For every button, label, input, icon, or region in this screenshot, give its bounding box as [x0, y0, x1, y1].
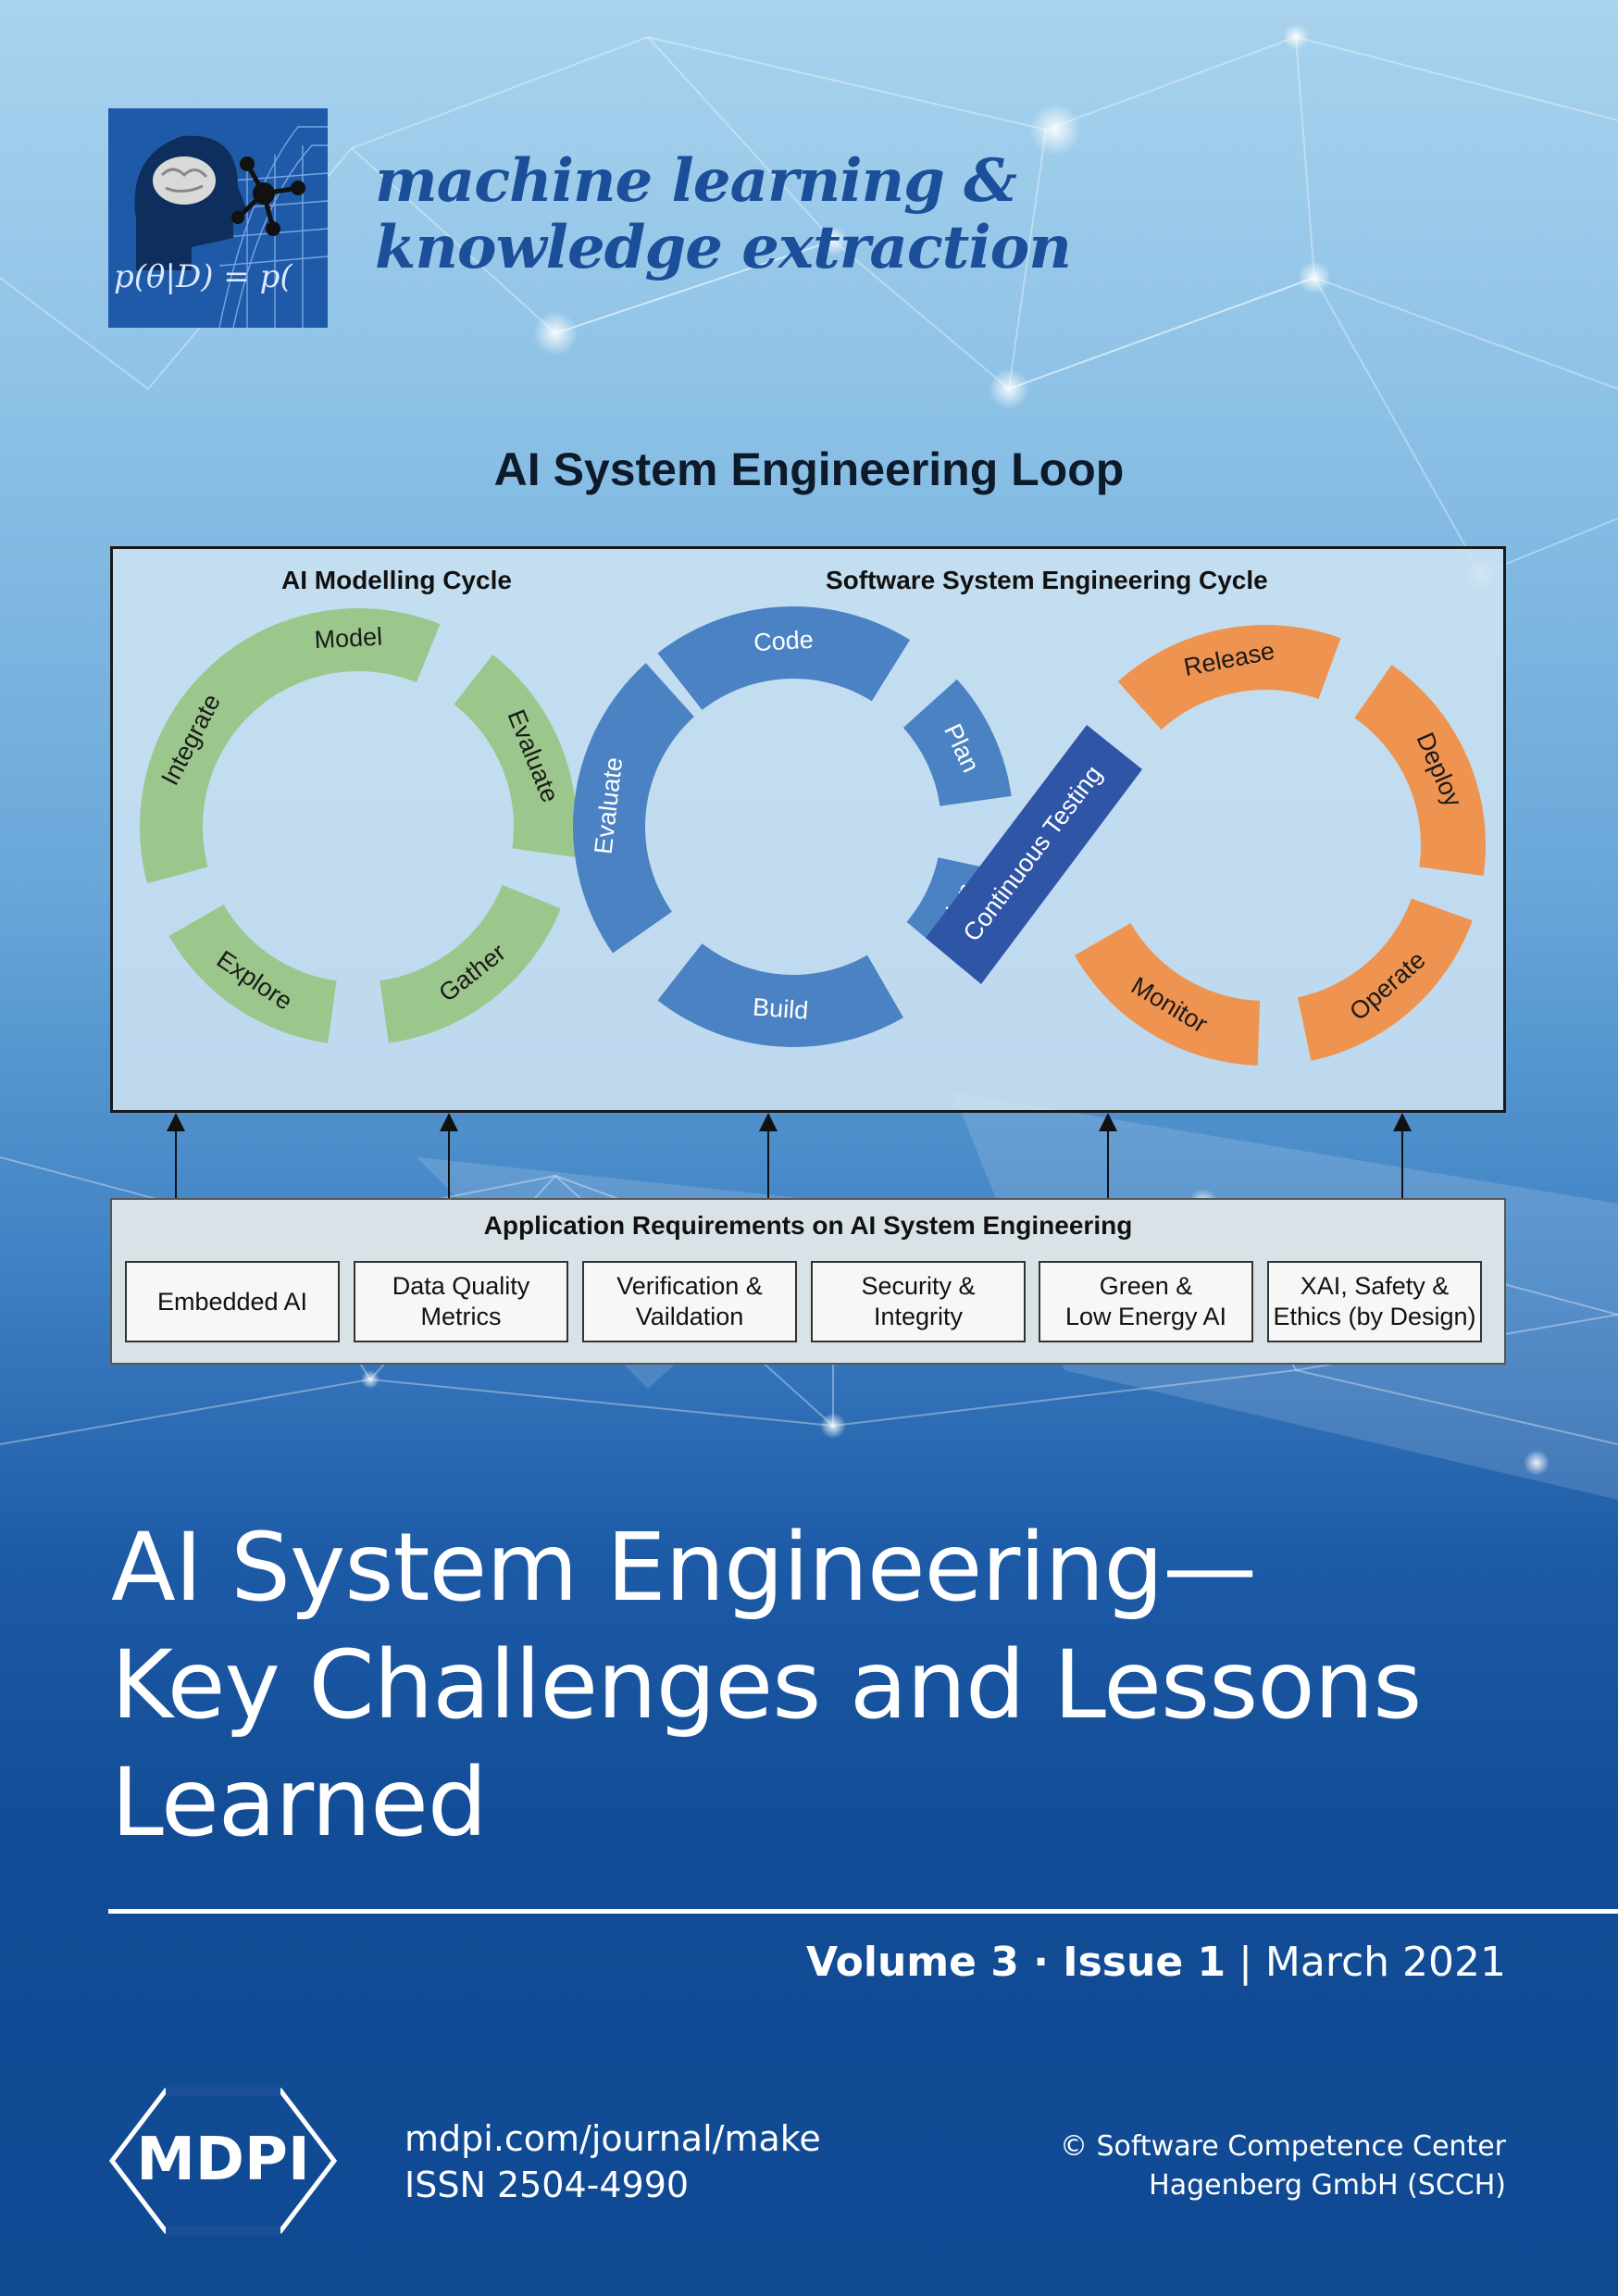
- engineering-loop-diagram: AI Modelling Cycle Software System Engin…: [110, 546, 1506, 1113]
- sw-build-segment: [657, 943, 903, 1047]
- issue-date: March 2021: [1264, 1939, 1506, 1986]
- sw-operate-segment: [1297, 898, 1473, 1061]
- title-divider: [108, 1909, 1618, 1914]
- publisher-info: mdpi.com/journal/make ISSN 2504-4990: [404, 2115, 821, 2208]
- ai-model-label: Model: [314, 623, 383, 655]
- sw-monitor-segment: [1074, 923, 1261, 1066]
- issue-divider: |: [1226, 1939, 1265, 1986]
- requirement-arrows: [167, 1113, 1412, 1198]
- sw-code-label: Code: [753, 626, 814, 656]
- ai-gather-segment: [380, 884, 561, 1043]
- diagram-title: AI System Engineering Loop: [493, 443, 1125, 495]
- issue-separator: ·: [1018, 1939, 1064, 1986]
- copyright-line-2: Hagenberg GmbH (SCCH): [1149, 2169, 1506, 2202]
- journal-name-line-2: knowledge extraction: [375, 213, 1072, 282]
- article-title: AI System Engineering— Key Challenges an…: [111, 1513, 1422, 1858]
- req-embedded-ai: Embedded AI: [125, 1261, 340, 1342]
- issn: ISSN 2504-4990: [404, 2165, 690, 2205]
- logo-formula: p(θ|D) = p(: [114, 258, 292, 295]
- requirements-panel: Application Requirements on AI System En…: [110, 1198, 1506, 1365]
- ai-evaluate-segment: [454, 655, 577, 857]
- sw-evaluate-segment: [573, 663, 694, 954]
- sw-deploy-segment: [1354, 665, 1487, 877]
- req-security: Security & Integrity: [811, 1261, 1026, 1342]
- cycle-graphic: ModelEvaluateGatherExploreIntegrateCodeP…: [140, 606, 1487, 1066]
- continuous-testing-band: [926, 725, 1142, 984]
- req-xai-safety: XAI, Safety & Ethics (by Design): [1267, 1261, 1482, 1342]
- sw-code-segment: [657, 606, 911, 710]
- sw-cycle-title: Software System Engineering Cycle: [826, 566, 1268, 594]
- copyright: © Software Competence Center Hagenberg G…: [1060, 2128, 1506, 2205]
- volume: Volume 3: [805, 1939, 1019, 1986]
- sw-plan-top-segment: [902, 679, 1012, 806]
- requirements-title: Application Requirements on AI System En…: [483, 1211, 1133, 1240]
- req-green-ai: Green & Low Energy AI: [1039, 1261, 1253, 1342]
- ai-cycle-title: AI Modelling Cycle: [281, 566, 512, 594]
- ai-model-segment: [255, 608, 441, 690]
- ai-integrate-segment: [140, 621, 305, 884]
- journal-logo: p(θ|D) = p(: [108, 108, 328, 328]
- copyright-line-1: © Software Competence Center: [1059, 2130, 1506, 2163]
- mdpi-logo: MDPI: [108, 2087, 338, 2235]
- ai-explore-segment: [168, 905, 337, 1043]
- sw-release-segment: [1117, 625, 1341, 730]
- req-verification: Verification & Vaildation: [582, 1261, 797, 1342]
- issue-info: Volume 3 · Issue 1 | March 2021: [806, 1939, 1506, 1986]
- journal-name-line-1: machine learning &: [375, 146, 1017, 216]
- sw-build-label: Build: [752, 993, 809, 1025]
- journal-url[interactable]: mdpi.com/journal/make: [404, 2118, 821, 2159]
- mdpi-logo-text: MDPI: [136, 2126, 310, 2194]
- journal-name: machine learning & knowledge extraction: [375, 146, 1072, 282]
- req-data-quality: Data Quality Metrics: [354, 1261, 568, 1342]
- issue-number: Issue 1: [1063, 1939, 1226, 1986]
